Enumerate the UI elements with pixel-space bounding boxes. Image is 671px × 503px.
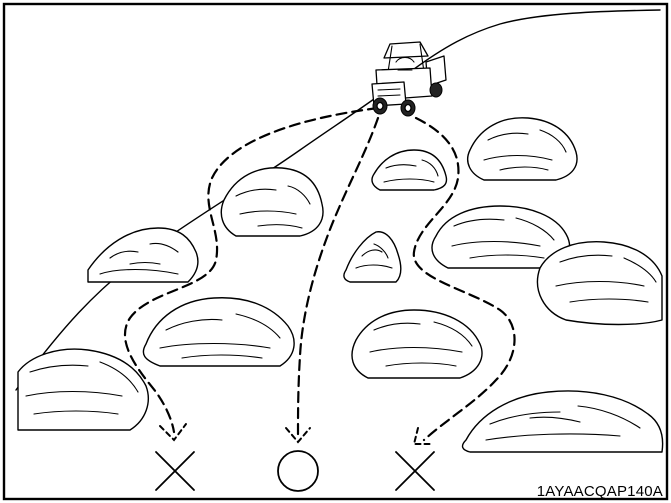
mound-1 (88, 228, 198, 282)
hill-ridge-line (16, 10, 660, 390)
wrong-route-right-cross-mark (396, 452, 434, 490)
utility-vehicle-illustration (372, 42, 446, 116)
mound-9 (352, 310, 482, 378)
figure-code-label: 1AYAACQAP140A (537, 484, 663, 499)
mound-8 (143, 298, 294, 366)
mound-3 (372, 150, 447, 190)
mound-2 (221, 168, 323, 236)
correct-route-circle-mark (278, 451, 318, 491)
wrong-route-left-cross-mark (156, 452, 194, 490)
mound-5 (344, 232, 401, 282)
mound-7 (538, 242, 662, 325)
mound-4 (468, 118, 577, 180)
mound-11 (463, 391, 663, 452)
mound-10 (18, 349, 148, 430)
